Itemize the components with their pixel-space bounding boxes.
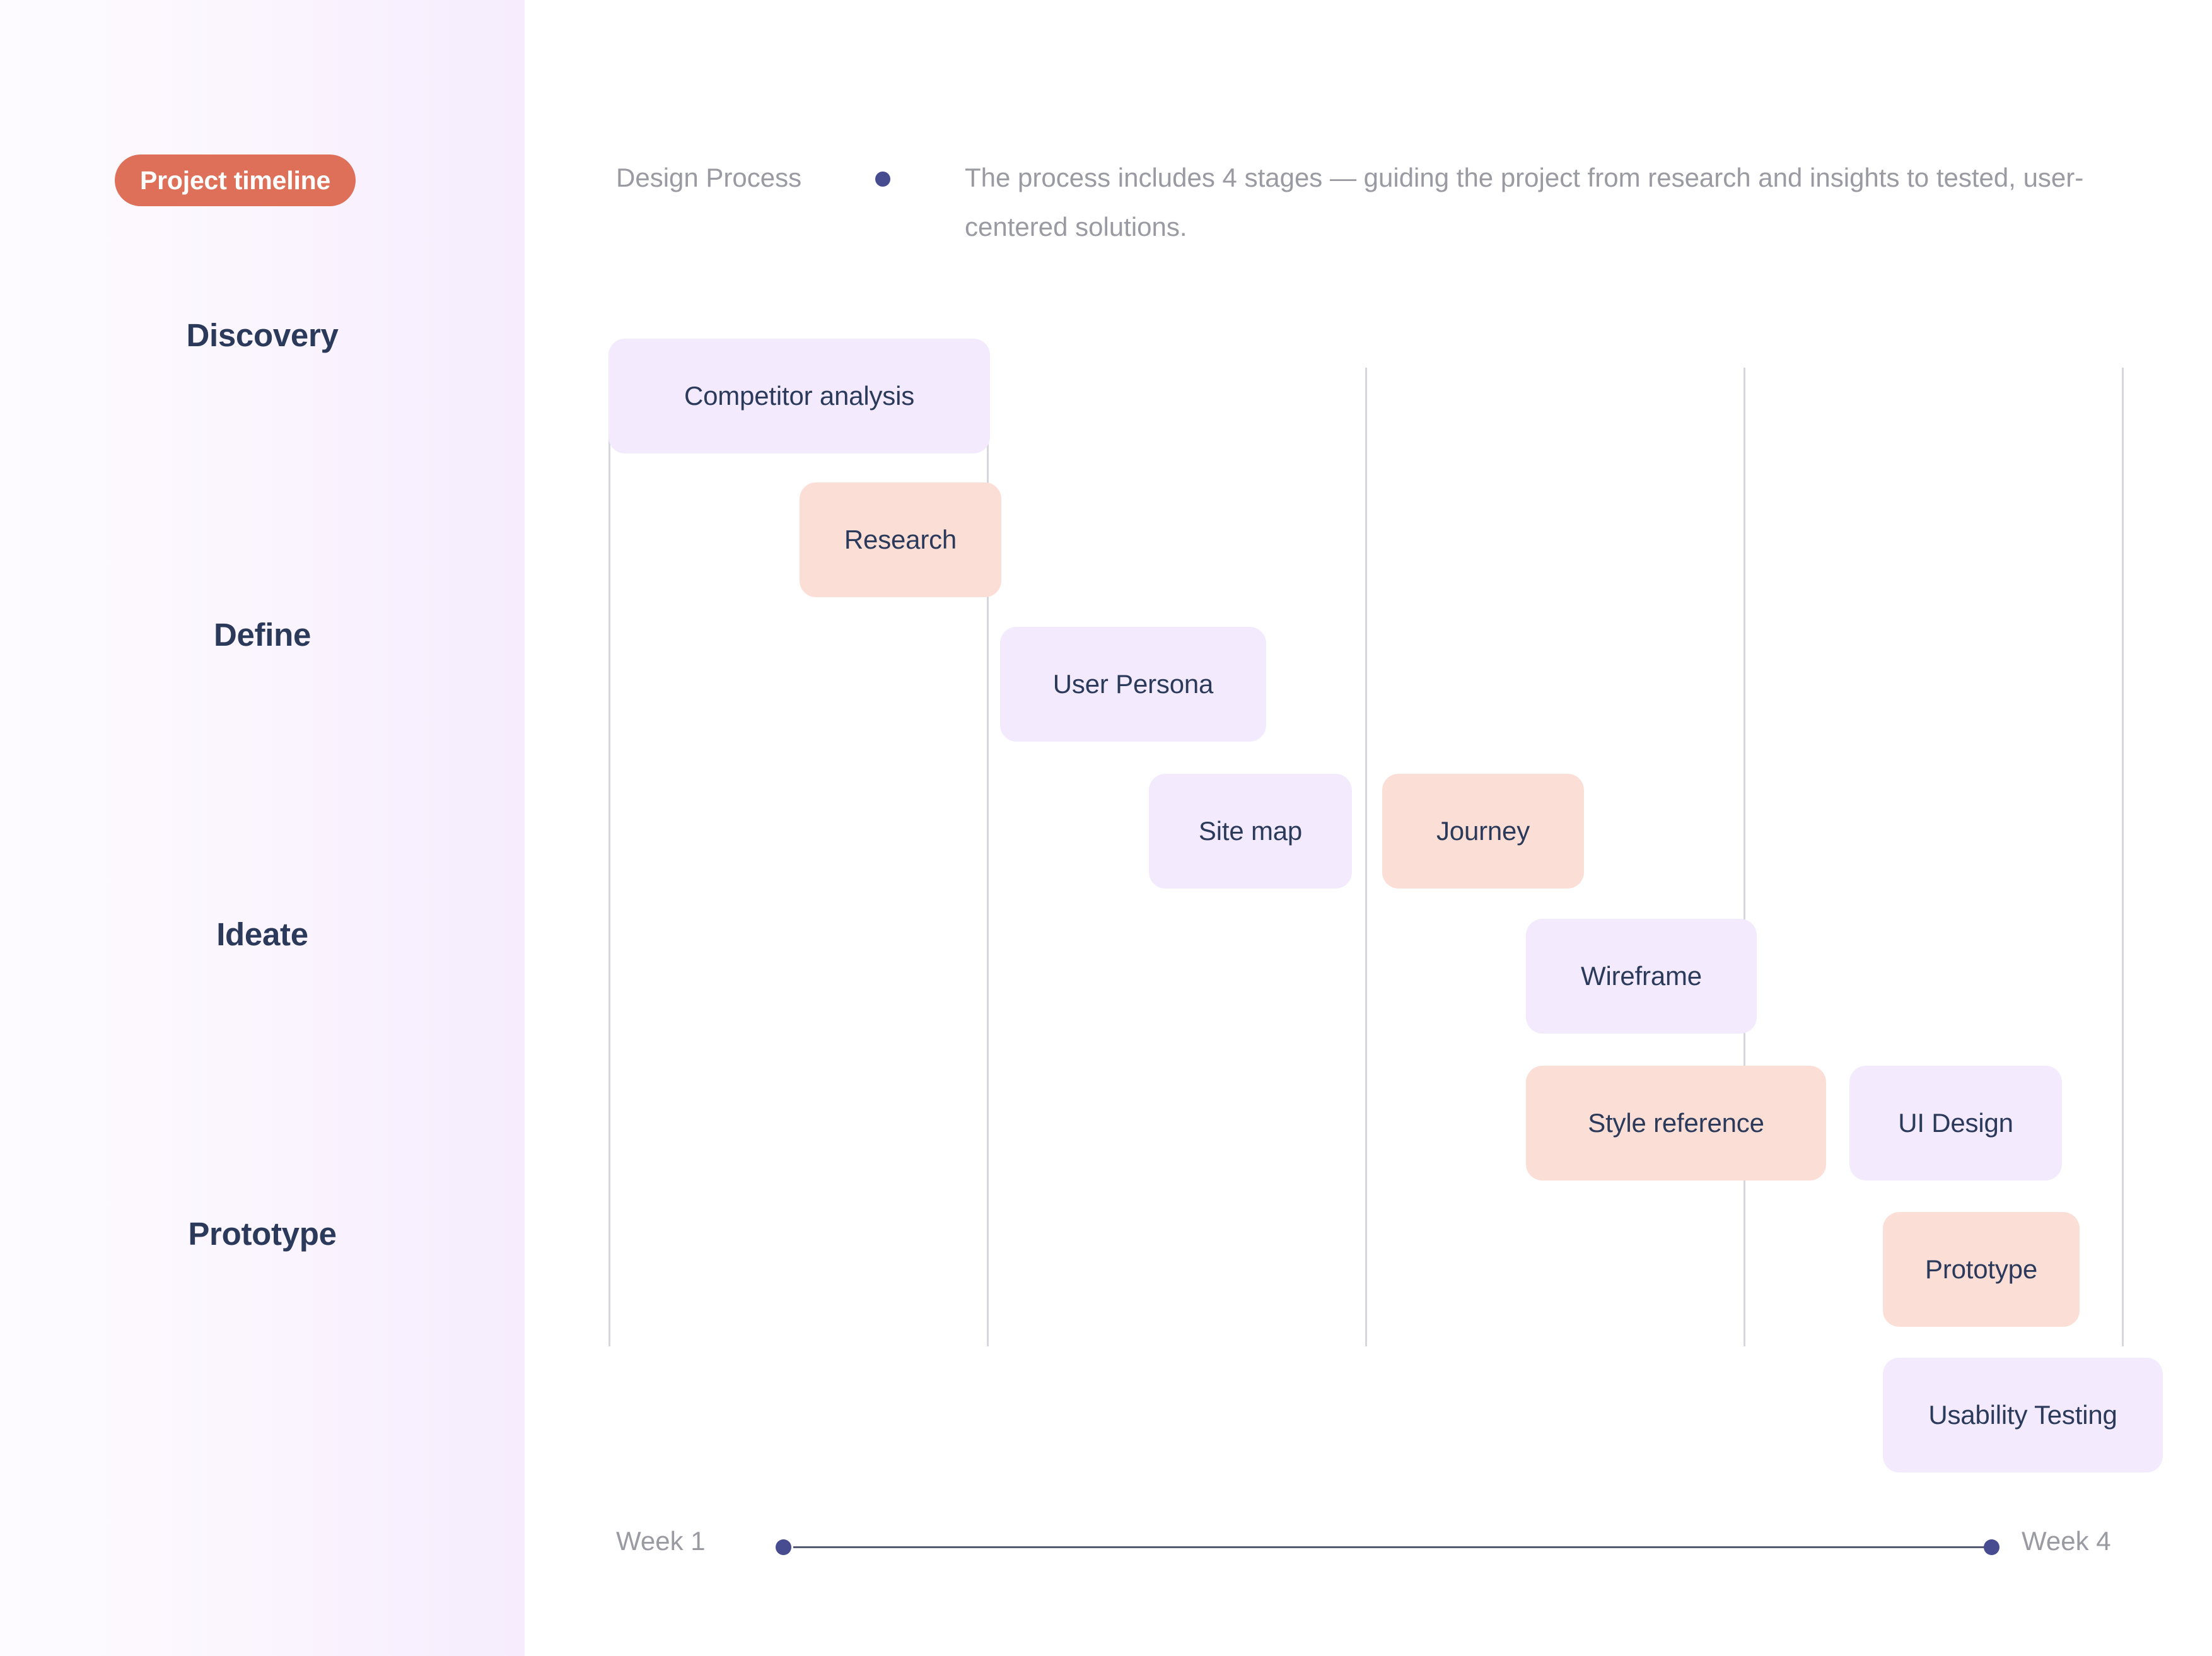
task-bar[interactable]: Journey <box>1382 774 1584 889</box>
task-bar-label: Site map <box>1198 816 1303 846</box>
task-bar[interactable]: Site map <box>1149 774 1352 889</box>
task-bar-label: Journey <box>1436 816 1530 846</box>
dot-icon <box>875 172 890 187</box>
task-bar-label: Style reference <box>1588 1108 1764 1138</box>
stage-label-ideate: Ideate <box>216 916 308 952</box>
task-bar[interactable]: Style reference <box>1526 1066 1826 1181</box>
task-bar[interactable]: Wireframe <box>1526 919 1757 1034</box>
task-bar[interactable]: Usability Testing <box>1883 1358 2163 1472</box>
task-bar-label: Prototype <box>1925 1254 2037 1284</box>
gridline-3 <box>1743 368 1745 1346</box>
task-bar-label: Competitor analysis <box>684 381 914 411</box>
axis-line <box>793 1546 1993 1548</box>
axis-start-dot-icon <box>776 1539 791 1555</box>
stage-label-define: Define <box>213 617 311 653</box>
task-bar-label: User Persona <box>1052 669 1214 699</box>
axis-label-week-end: Week 4 <box>2022 1526 2111 1556</box>
project-timeline-badge[interactable]: Project timeline <box>115 155 356 206</box>
gridline-2 <box>1365 368 1367 1346</box>
gridline-4 <box>2122 368 2124 1346</box>
task-bar[interactable]: Prototype <box>1883 1212 2080 1327</box>
axis-label-week-start: Week 1 <box>616 1526 706 1556</box>
gridline-1 <box>987 368 989 1346</box>
task-bar[interactable]: User Persona <box>1000 627 1266 742</box>
task-bar-label: Wireframe <box>1581 961 1702 991</box>
stage-label-discovery: Discovery <box>186 317 339 353</box>
gridline-0 <box>608 368 610 1346</box>
axis-end-dot-icon <box>1984 1539 2000 1555</box>
task-bar-label: Usability Testing <box>1928 1400 2117 1430</box>
task-bar[interactable]: UI Design <box>1849 1066 2062 1181</box>
task-bar-label: UI Design <box>1898 1108 2013 1138</box>
task-bar-label: Research <box>844 525 957 554</box>
task-bar[interactable]: Research <box>800 482 1001 597</box>
header-description: The process includes 4 stages — guiding … <box>965 163 2084 242</box>
task-bar[interactable]: Competitor analysis <box>608 339 990 453</box>
stage-label-prototype: Prototype <box>188 1216 337 1252</box>
header-title: Design Process <box>616 163 802 192</box>
